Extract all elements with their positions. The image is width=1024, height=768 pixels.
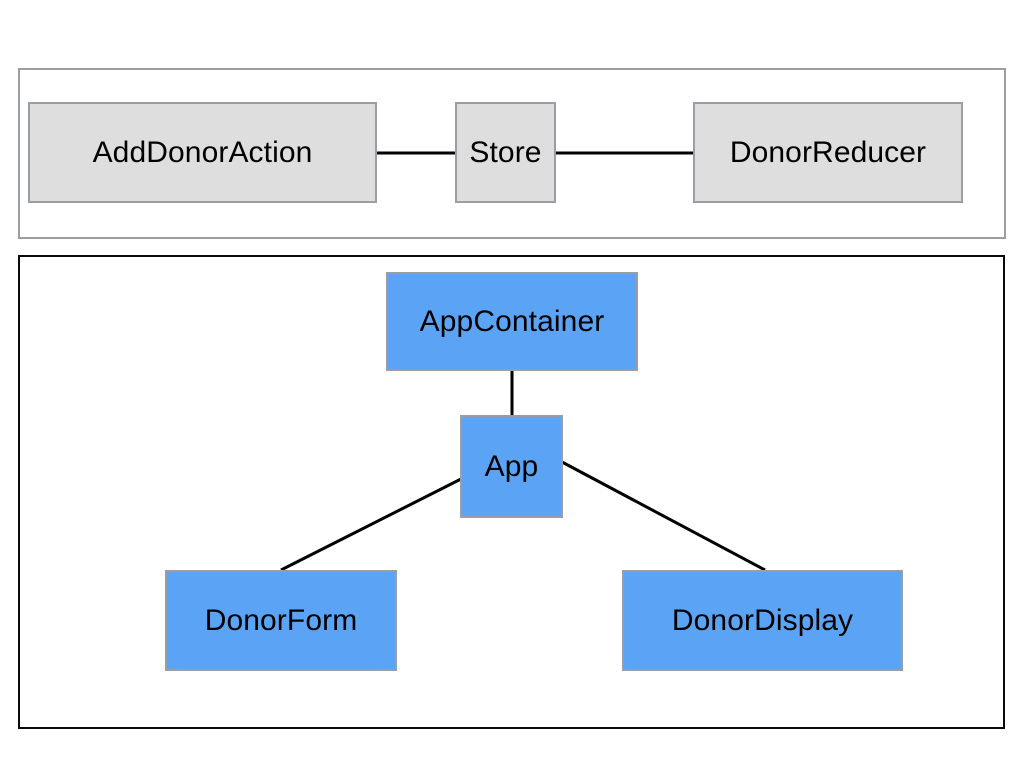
- node-adddonoraction[interactable]: AddDonorAction: [28, 102, 377, 203]
- node-appcontainer[interactable]: AppContainer: [386, 272, 638, 371]
- node-adddonoraction-label: AddDonorAction: [92, 135, 313, 169]
- node-donorreducer-label: DonorReducer: [729, 135, 927, 169]
- node-store-label: Store: [469, 135, 542, 169]
- node-donordisplay-label: DonorDisplay: [671, 603, 854, 637]
- node-donorreducer[interactable]: DonorReducer: [693, 102, 963, 203]
- node-appcontainer-label: AppContainer: [419, 304, 605, 338]
- node-donorform[interactable]: DonorForm: [165, 570, 397, 671]
- node-donorform-label: DonorForm: [204, 603, 358, 637]
- node-store[interactable]: Store: [455, 102, 556, 203]
- node-app[interactable]: App: [460, 415, 563, 518]
- node-donordisplay[interactable]: DonorDisplay: [622, 570, 903, 671]
- node-app-label: App: [484, 449, 539, 483]
